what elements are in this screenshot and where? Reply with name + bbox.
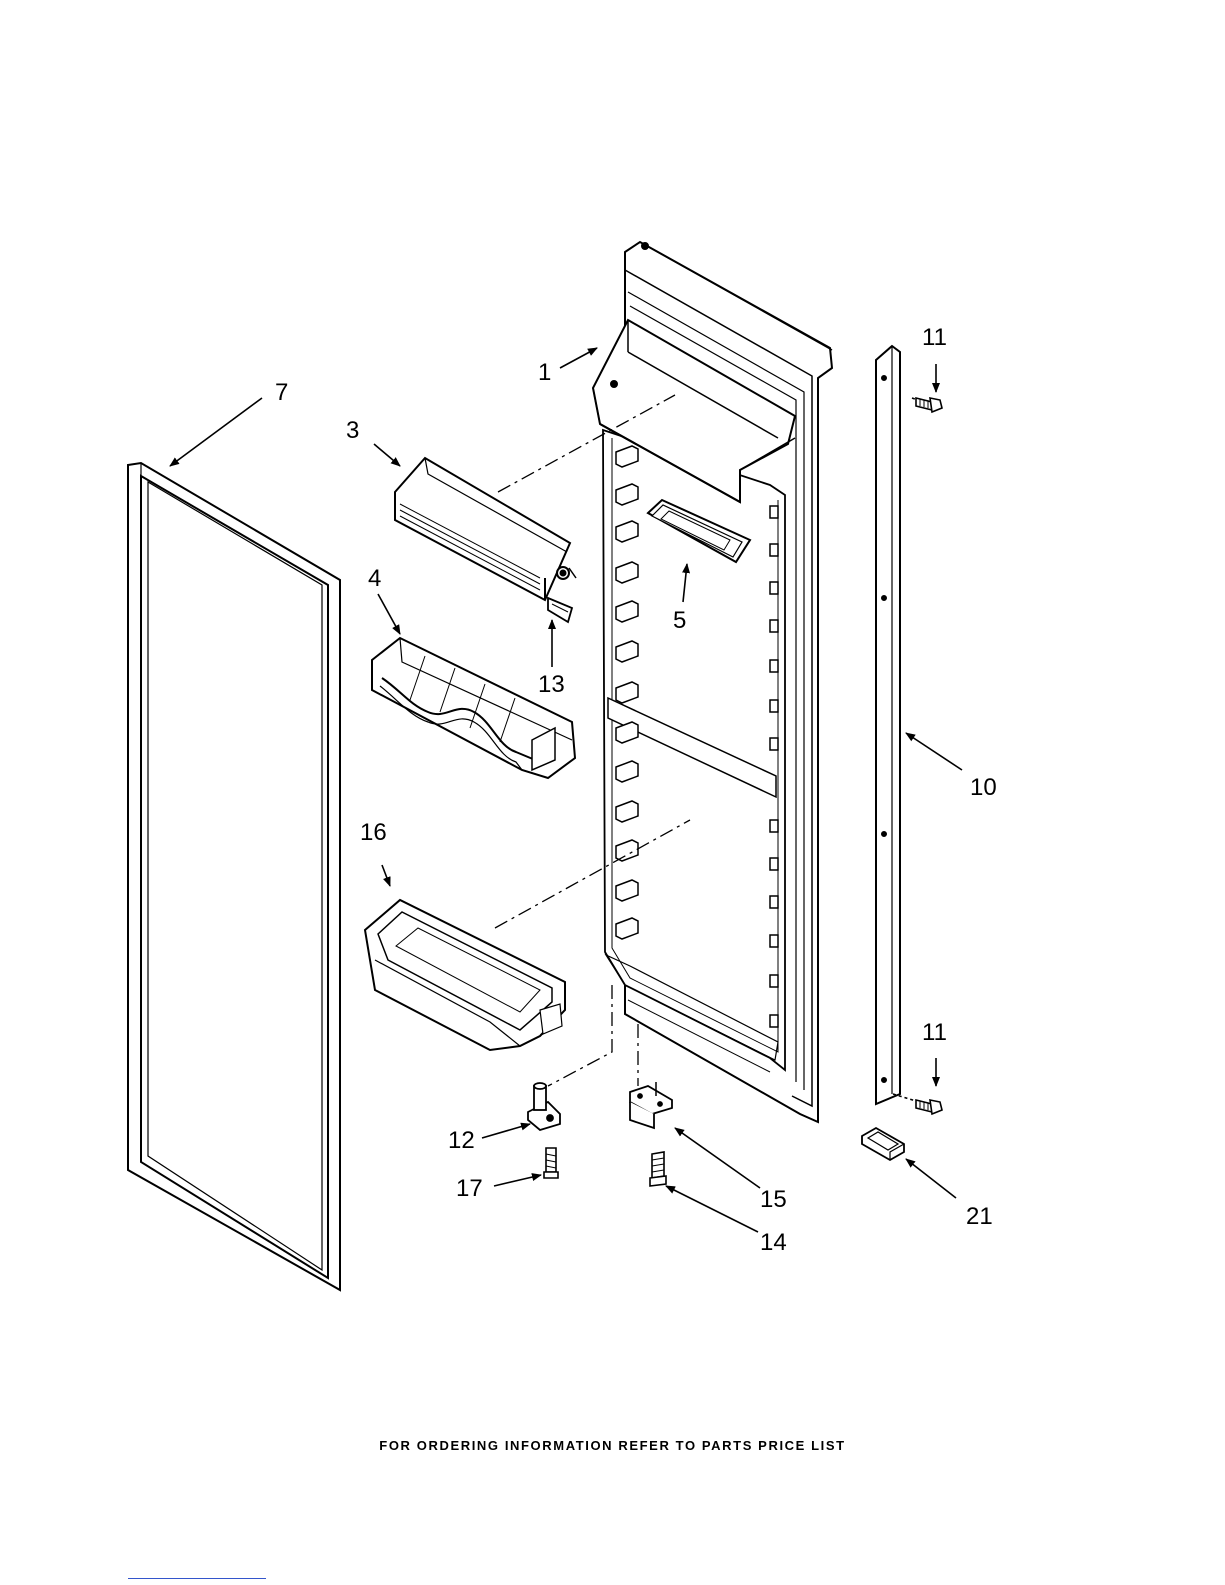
door-gasket [128, 463, 340, 1290]
arrow-15 [675, 1128, 760, 1188]
callout-13: 13 [538, 671, 565, 698]
arrow-4 [378, 594, 400, 634]
hinge-plate [630, 1082, 672, 1128]
callout-14: 14 [760, 1229, 787, 1256]
callout-21: 21 [966, 1203, 993, 1230]
dairy-compartment [395, 458, 576, 600]
page-bottom-link-underline [128, 1578, 266, 1579]
hinge-pin-bracket [528, 1083, 560, 1130]
hinge-screw-left [544, 1148, 558, 1178]
trim-screw-upper [912, 398, 942, 412]
arrow-14 [666, 1186, 758, 1232]
arrow-17 [494, 1175, 541, 1186]
ordering-info-footer: FOR ORDERING INFORMATION REFER TO PARTS … [0, 1438, 1225, 1453]
spring [548, 598, 572, 622]
callout-16: 16 [360, 819, 387, 846]
callout-1: 1 [538, 359, 551, 386]
callout-10: 10 [970, 774, 997, 801]
hinge-screw-right [650, 1152, 666, 1186]
arrow-3 [374, 444, 400, 466]
callout-17: 17 [456, 1175, 483, 1202]
arrow-12 [482, 1124, 530, 1138]
callout-15: 15 [760, 1186, 787, 1213]
arrow-16 [382, 865, 390, 886]
callout-7: 7 [275, 379, 288, 406]
callout-4: 4 [368, 565, 381, 592]
arrow-7 [170, 398, 262, 466]
callout-12: 12 [448, 1127, 475, 1154]
door-trim [876, 346, 900, 1104]
arrow-1 [560, 348, 597, 368]
hinge-cap [862, 1128, 904, 1160]
arrow-10 [906, 733, 962, 770]
can-rack [372, 638, 575, 778]
lower-door-bin [365, 900, 565, 1050]
arrow-21 [906, 1159, 956, 1198]
callout-5: 5 [673, 607, 686, 634]
callout-3: 3 [346, 417, 359, 444]
callout-11-top: 11 [922, 324, 947, 351]
callout-11-bottom: 11 [922, 1019, 947, 1046]
trim-screw-lower [893, 1094, 942, 1114]
